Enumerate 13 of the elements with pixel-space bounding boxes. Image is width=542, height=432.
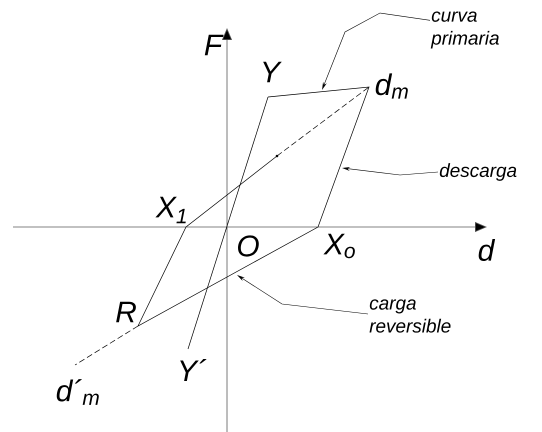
point-label: O [238,235,259,257]
point-label: X$_{1}$ [155,196,186,224]
point-label: d$_{m}$ [376,73,408,99]
point-label: Y [263,62,282,82]
axis-label: F [204,34,224,56]
leader-text: carga reversible [370,299,451,333]
point-label: R [116,302,136,322]
point-label: X$_{o}$ [323,234,355,258]
point-label: d´$_{m}$ [56,379,99,405]
leader-text: curva primaria [430,11,499,48]
leader-text: descarga [440,163,516,181]
axis-label: d [478,239,496,261]
point-label: Y´ [180,359,206,381]
